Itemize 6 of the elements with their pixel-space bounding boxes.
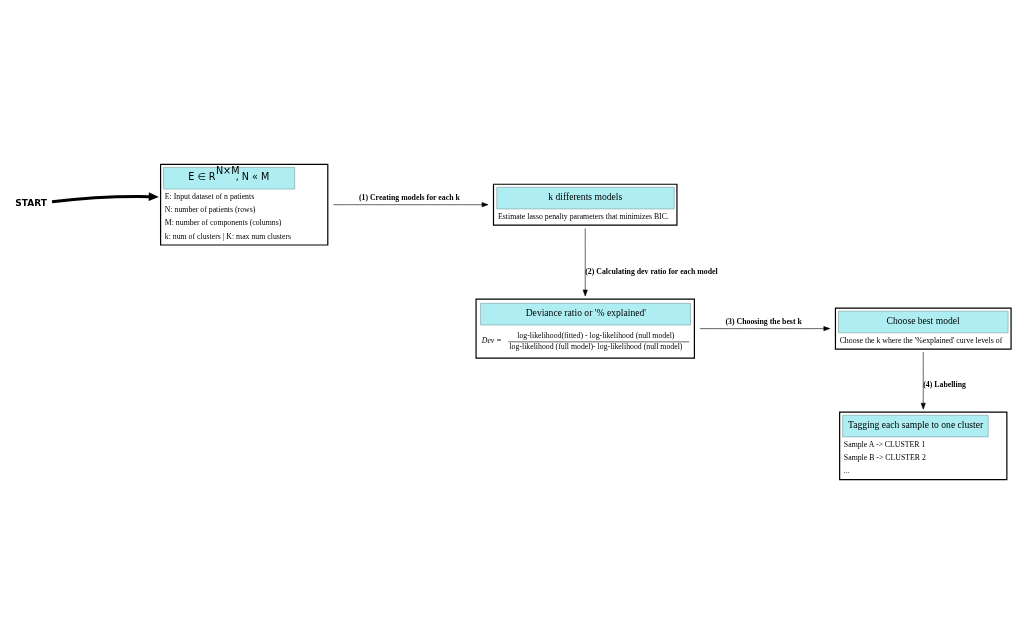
arrow — [699, 325, 831, 331]
node-text: START — [15, 197, 47, 208]
arrow — [333, 201, 489, 207]
arrow — [51, 191, 159, 203]
arrow — [582, 227, 588, 296]
arrow — [920, 351, 926, 409]
